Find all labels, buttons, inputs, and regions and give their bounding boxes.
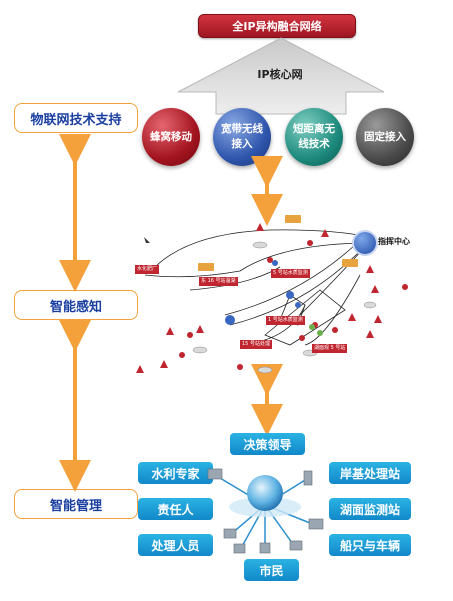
sensing-network-map [136, 215, 408, 374]
map-tag: 水化肥厂 [135, 265, 160, 274]
globe-icon [247, 475, 283, 511]
network-hub-graphic [207, 468, 324, 554]
access-fixed[interactable]: 固定接入 [356, 108, 414, 166]
user-responsible-person[interactable]: 责任人 [138, 498, 213, 520]
command-center-icon[interactable] [352, 230, 378, 256]
user-decision-leader[interactable]: 决策领导 [230, 433, 305, 455]
access-short-range[interactable]: 短距离无线技术 [285, 108, 343, 166]
core-network-label: IP核心网 [257, 68, 303, 81]
user-handler[interactable]: 处理人员 [138, 534, 213, 556]
laptop-icon [289, 540, 303, 551]
monitor-icon [207, 468, 223, 480]
layer-iot-support: 物联网技术支持 [14, 103, 138, 133]
map-tag: 湖面观 5 号站 [312, 344, 348, 353]
map-tag: 东 16 号站温湖 [199, 277, 238, 286]
map-tag: 1 号站水质监测 [266, 316, 305, 325]
sensor-markers [136, 223, 408, 373]
server-icon [303, 470, 313, 486]
user-lake-monitor-station[interactable]: 湖面监测站 [329, 498, 411, 520]
access-broadband-label: 宽带无线接入 [221, 123, 263, 150]
user-boats-vehicles[interactable]: 船只与车辆 [329, 534, 411, 556]
user-shore-station[interactable]: 岸基处理站 [329, 462, 411, 484]
route-line [154, 229, 371, 268]
user-citizen[interactable]: 市民 [244, 559, 299, 581]
access-fixed-label: 固定接入 [364, 130, 406, 143]
monitor-icon [308, 518, 324, 530]
pda-icon [233, 543, 246, 554]
boat-icons [192, 241, 377, 374]
access-cellular[interactable]: 蜂窝移动 [142, 108, 200, 166]
access-broadband-wireless[interactable]: 宽带无线接入 [213, 108, 271, 166]
access-cellular-label: 蜂窝移动 [150, 130, 192, 143]
access-short-range-label: 短距离无线技术 [293, 123, 335, 150]
vehicle-icons [198, 215, 358, 271]
core-network-arrow [177, 37, 385, 115]
phone-icon [259, 542, 271, 554]
map-tag: 15 号站处理 [240, 340, 272, 349]
command-center-label: 指挥中心 [378, 237, 410, 246]
network-banner: 全IP异构融合网络 [198, 14, 356, 38]
user-water-expert[interactable]: 水利专家 [138, 462, 213, 484]
map-tag: 5 号站水质监测 [271, 269, 310, 278]
laptop-icon [223, 528, 237, 539]
